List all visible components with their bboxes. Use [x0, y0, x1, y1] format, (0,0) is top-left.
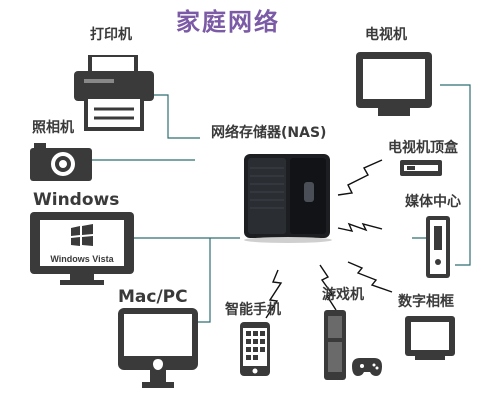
wireless-smartphone — [265, 269, 283, 319]
printer-icon — [74, 55, 154, 131]
link-printer — [152, 94, 200, 139]
media-center-icon — [426, 216, 450, 278]
digital-frame-icon — [405, 316, 455, 360]
windows-label: Windows — [33, 190, 120, 210]
set-top-box-icon — [400, 160, 442, 176]
media-label: 媒体中心 — [405, 194, 461, 210]
nas-icon — [244, 154, 332, 243]
nas-label: 网络存储器(NAS) — [211, 125, 327, 141]
wireless-stb — [337, 159, 383, 196]
link-tv — [440, 84, 471, 225]
wireless-media — [337, 222, 383, 232]
windows-pc-icon: Windows Vista — [30, 212, 134, 285]
windows-screen-text: Windows Vista — [50, 254, 114, 264]
mac-pc-icon — [118, 308, 198, 388]
game-console-icon — [324, 310, 382, 380]
tv-label: 电视机 — [365, 27, 407, 43]
printer-label: 打印机 — [90, 27, 132, 43]
link-mac — [197, 238, 211, 323]
smartphone-icon — [240, 322, 270, 376]
smartphone-label: 智能手机 — [225, 302, 281, 318]
wireless-game — [319, 264, 337, 311]
page-title: 家庭网络 — [176, 8, 280, 36]
frame-label: 数字相框 — [398, 294, 454, 310]
camera-icon — [30, 143, 92, 181]
game-label: 游戏机 — [322, 287, 364, 303]
camera-label: 照相机 — [32, 120, 74, 136]
mac-label: Mac/PC — [118, 287, 188, 307]
stb-label: 电视机顶盒 — [388, 140, 458, 156]
link-frame — [455, 225, 471, 266]
tv-icon — [356, 52, 432, 116]
wireless-frame — [347, 261, 393, 293]
